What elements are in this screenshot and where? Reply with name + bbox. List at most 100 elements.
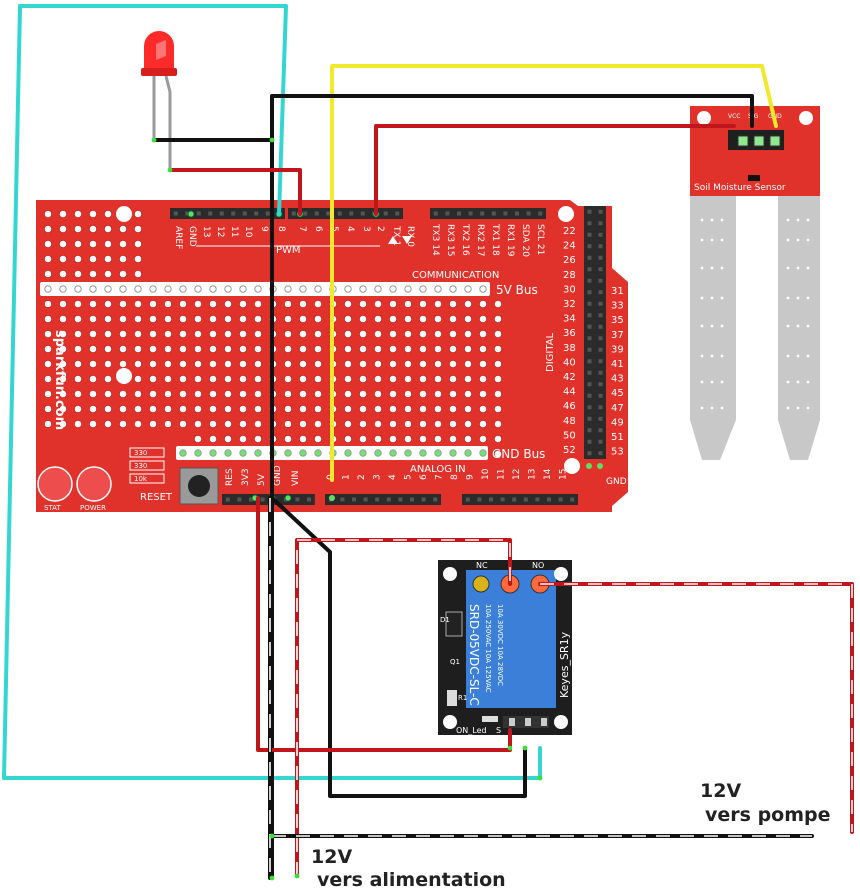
digital-pin-label: 34 — [563, 314, 576, 325]
top-pin-label: 9 — [259, 226, 269, 232]
led-rim — [141, 68, 177, 76]
prototype-holes — [44, 210, 502, 458]
power-label: POWER — [80, 504, 106, 512]
analog-pin-label: 2 — [357, 474, 367, 480]
gnd-bus-strip: GND Bus — [176, 446, 545, 461]
relay-onled-label: ON_Led — [456, 726, 487, 735]
resistor-label: 10k — [134, 475, 148, 483]
comm-pin-label: SDA 20 — [520, 224, 530, 257]
power-pin-label: 3V3 — [241, 468, 251, 486]
relay-r1-label: R1 — [458, 694, 467, 702]
mounting-holes — [116, 206, 580, 474]
digital-pin-label: 32 — [563, 299, 576, 310]
relay-q1-label: Q1 — [450, 658, 460, 666]
relay-brand: Keyes_SR1y — [558, 631, 571, 698]
relay-s-label: S — [496, 726, 501, 735]
power-pin-label: RES — [225, 468, 235, 486]
sensor-pin-label: VCC — [728, 113, 740, 120]
analog-pin-label: 4 — [388, 474, 398, 480]
analog-pin-label: 3 — [373, 474, 383, 480]
digital-pin-label: 41 — [611, 359, 624, 370]
top-pin-label: 11 — [229, 226, 239, 237]
comm-pin-label: RX3 15 — [445, 224, 455, 256]
analog-in-label: ANALOG IN — [410, 464, 466, 475]
comm-pin-label: TX2 16 — [460, 223, 470, 256]
digital-pin-label: 40 — [563, 357, 576, 368]
digital-pin-label: 46 — [563, 401, 576, 412]
top-pin-label: 6 — [313, 226, 323, 232]
analog-pin-label: 15 — [559, 469, 569, 480]
digital-pin-label: 26 — [563, 255, 576, 266]
analog-pin-label: 6 — [419, 474, 429, 480]
analog-pin-label: 9 — [466, 474, 476, 480]
digital-pin-label: 44 — [563, 387, 576, 398]
resistor-label: 330 — [134, 449, 147, 457]
analog-pin-label: 5 — [404, 474, 414, 480]
power-pin-label: GND — [273, 465, 283, 486]
gnd-bus-label: GND Bus — [492, 447, 545, 461]
power-pin-label: VIN — [291, 470, 301, 486]
comm-pin-label: RX2 17 — [475, 224, 485, 256]
supply-voltage-label: 12V — [311, 846, 353, 868]
digital-pin-label: 37 — [611, 330, 624, 341]
digital-pin-label: 22 — [563, 226, 576, 237]
top-pin-label: AREF — [173, 226, 183, 249]
digital-pin-label: 47 — [611, 403, 624, 414]
comm-pin-label: SCL 21 — [535, 224, 545, 255]
pump-label: vers pompe — [705, 804, 831, 826]
relay-model: SRD-05VDC-SL-C — [467, 604, 481, 706]
top-pin-label: 8 — [276, 226, 286, 232]
digital-pin-label: 51 — [611, 432, 624, 443]
analog-pin-label: 14 — [543, 468, 553, 480]
digital-pin-label: 42 — [563, 372, 576, 383]
5v-bus-label: 5V Bus — [496, 283, 538, 297]
comm-pin-label: TX3 14 — [430, 223, 440, 256]
analog-pin-label: 12 — [512, 469, 522, 480]
top-pin-label: 2 — [375, 226, 385, 232]
comm-pin-label: TX1 18 — [490, 223, 500, 256]
top-pin-label: 3 — [361, 226, 371, 232]
digital-label: DIGITAL — [545, 332, 556, 372]
digital-pin-label: 53 — [611, 447, 624, 458]
analog-pin-label: 7 — [435, 474, 445, 480]
digital-pin-label: 28 — [563, 270, 576, 281]
resistor-label: 330 — [134, 462, 147, 470]
top-pin-label: 4 — [345, 226, 355, 232]
stat-label: STAT — [44, 504, 61, 512]
digital-pin-label: 24 — [563, 241, 576, 252]
comm-pin-label: RX1 19 — [505, 224, 515, 257]
top-pin-label: 13 — [201, 226, 211, 237]
top-pin-label: 10 — [243, 226, 253, 238]
relay-d1-label: D1 — [440, 616, 450, 624]
pump-voltage-label: 12V — [700, 780, 742, 802]
digital-pin-label: 49 — [611, 417, 624, 428]
relay-rating: 10A 30VDC 10A 28VDC — [496, 604, 504, 686]
digital-pin-label: 36 — [563, 328, 576, 339]
red-led — [141, 31, 177, 170]
communication-label: COMMUNICATION — [412, 270, 499, 281]
digital-pin-label: 33 — [611, 301, 624, 312]
digital-pin-label: 39 — [611, 344, 624, 355]
supply-label: vers alimentation — [317, 869, 506, 891]
analog-pin-label: 8 — [450, 474, 460, 480]
analog-pin-label: 10 — [481, 468, 491, 480]
analog-pin-label: 13 — [528, 469, 538, 480]
digital-pin-label: 50 — [563, 430, 576, 441]
digital-pin-label: 31 — [611, 286, 624, 297]
digital-pin-label: 35 — [611, 315, 624, 326]
digital-pin-label: 48 — [563, 416, 576, 427]
analog-pin-label: 11 — [497, 469, 507, 480]
wires — [2, 4, 854, 881]
analog-pin-label: 1 — [342, 474, 352, 480]
top-pin-label: GND — [187, 226, 197, 247]
led-body — [144, 31, 174, 70]
relay-nc-label: NC — [476, 561, 488, 570]
5v-bus-strip: 5V Bus — [40, 282, 538, 297]
pwm-label: PWM — [276, 245, 301, 256]
top-pin-label: TX 1 — [391, 225, 401, 246]
gnd-right-label: GND — [606, 477, 627, 487]
